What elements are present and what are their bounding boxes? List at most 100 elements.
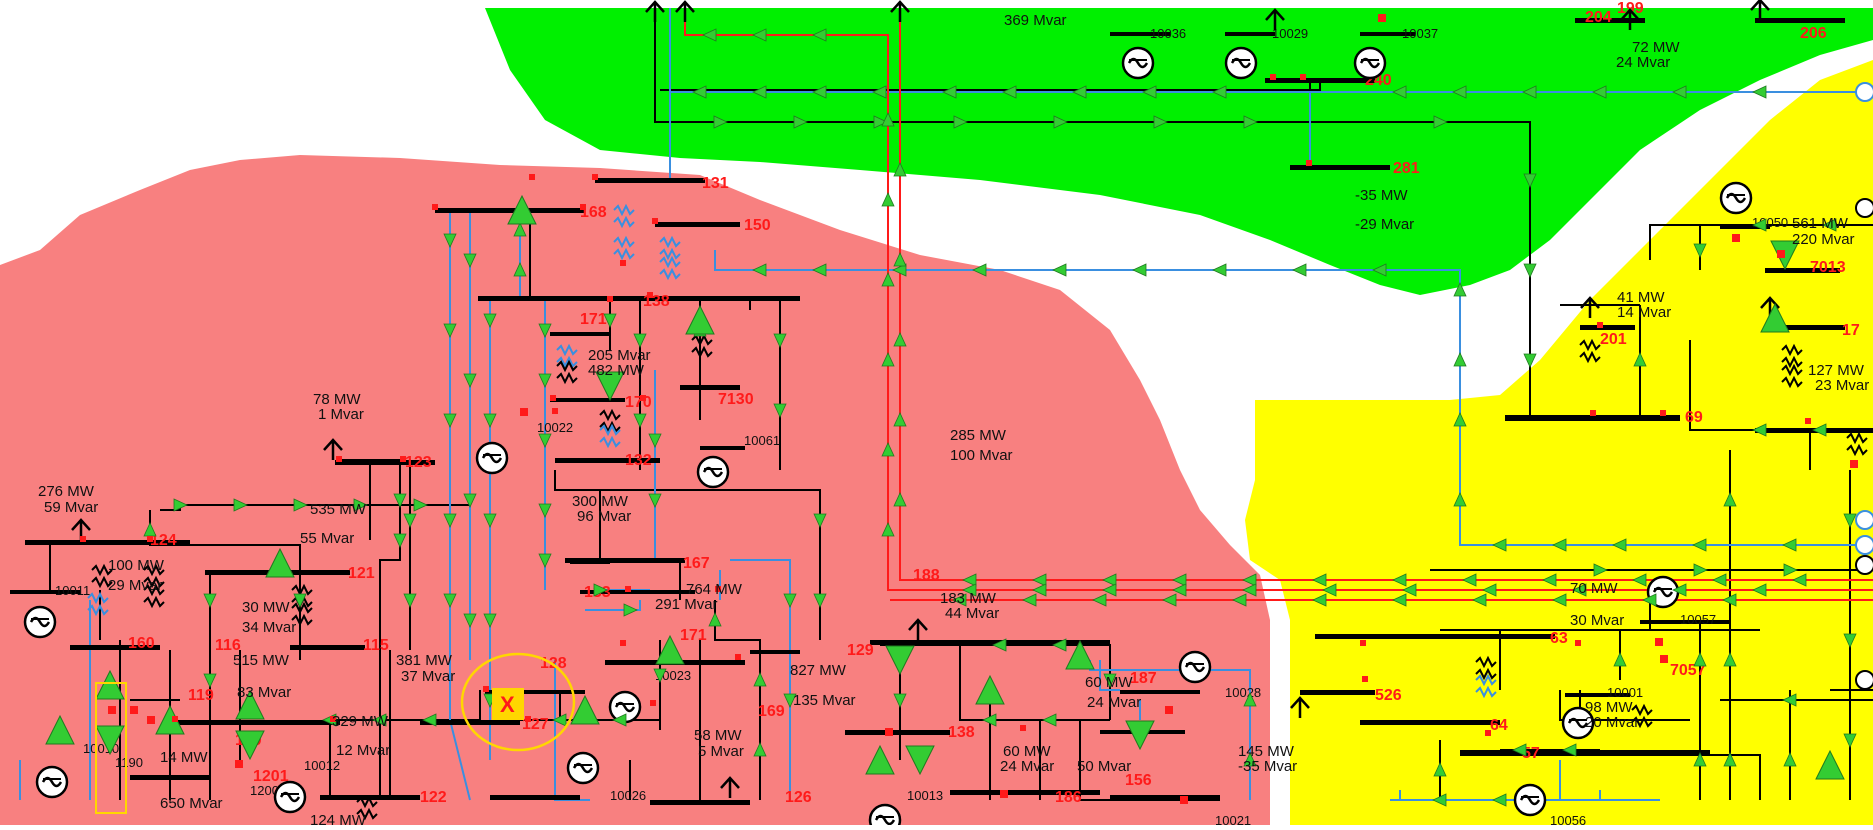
flow-label: 24 Mvar <box>1087 694 1141 711</box>
flow-label: 561 MW <box>1792 215 1849 232</box>
gen-10028-label: 10028 <box>1225 685 1261 700</box>
flow-label: -35 Mvar <box>1238 758 1297 775</box>
flow-label: 650 Mvar <box>160 795 223 812</box>
gen-10012-label: 10012 <box>304 758 340 773</box>
bus-160: 160 <box>128 635 155 652</box>
bus-17: 17 <box>1842 322 1860 339</box>
bus-526: 526 <box>1375 687 1402 704</box>
flow-label: 329 MW <box>332 713 389 730</box>
flow-label: 58 MW <box>694 727 742 744</box>
flow-label: 55 Mvar <box>300 530 354 547</box>
bus-201: 201 <box>1600 331 1627 348</box>
generator-10061-icon <box>698 457 728 487</box>
flow-label: 100 MW <box>108 557 165 574</box>
generator-10036-icon <box>1123 48 1153 78</box>
flow-label: 291 Mvar <box>655 596 718 613</box>
gen-10037-label: 10037 <box>1402 26 1438 41</box>
flow-label: 83 Mvar <box>237 684 291 701</box>
flow-label: 44 Mvar <box>945 605 999 622</box>
bus-169: 169 <box>758 703 785 720</box>
gen-10036-label: 10036 <box>1150 26 1186 41</box>
flow-label: 535 MW <box>310 501 367 518</box>
gen-10029-label: 10029 <box>1272 26 1308 41</box>
flow-label: 50 Mvar <box>1077 758 1131 775</box>
flow-label: 135 Mvar <box>793 692 856 709</box>
flow-label: 37 Mvar <box>401 668 455 685</box>
flow-label: 96 Mvar <box>577 508 631 525</box>
flow-label: 59 Mvar <box>44 499 98 516</box>
gen-10011-label: 10011 <box>55 583 90 598</box>
flow-label: 70 MW <box>1570 580 1618 597</box>
flow-label: 24 Mvar <box>1000 758 1054 775</box>
flow-label: 30 Mvar <box>1570 612 1624 629</box>
bus-131: 131 <box>702 175 729 192</box>
gen-10022-label: 10022 <box>537 420 573 435</box>
bus-132: 132 <box>625 452 652 469</box>
generator-10050-icon <box>1721 183 1751 213</box>
bus-186: 186 <box>1055 789 1082 806</box>
generator-10029-icon <box>1226 48 1256 78</box>
bus-115: 115 <box>363 637 389 654</box>
generator-10022-icon <box>477 443 507 473</box>
flow-label: 369 Mvar <box>1004 12 1067 29</box>
gen-10001-label: 10001 <box>1607 685 1643 700</box>
bus-7013: 7013 <box>1810 259 1846 276</box>
bus-123: 123 <box>405 454 432 471</box>
gen-10050-label: 10050 <box>1752 215 1788 230</box>
generator-10056-icon <box>1515 785 1545 815</box>
bus-119: 119 <box>188 687 214 704</box>
flow-label: 14 MW <box>160 749 208 766</box>
gen-10021-label: 10021 <box>1215 813 1251 825</box>
flow-label: 24 Mvar <box>1616 54 1670 71</box>
generator-10026-icon <box>568 753 598 783</box>
gen-10026-label: 10026 <box>610 788 646 803</box>
flow-label: 14 Mvar <box>1617 304 1671 321</box>
flow-label: -35 MW <box>1355 187 1408 204</box>
flow-label: 220 Mvar <box>1792 231 1855 248</box>
flow-label: 482 MW <box>588 362 645 379</box>
flow-label: 276 MW <box>38 483 95 500</box>
bus-187: 187 <box>1130 670 1157 687</box>
flow-label: 285 MW <box>950 427 1007 444</box>
flow-label: 827 MW <box>790 662 847 679</box>
gen-10056-label: 10056 <box>1550 813 1586 825</box>
flow-label: 124 MW <box>310 812 367 825</box>
bus-206: 206 <box>1800 25 1827 42</box>
flow-label: 100 Mvar <box>950 447 1013 464</box>
bus-121: 121 <box>348 565 375 582</box>
generator-10010-icon <box>37 767 67 797</box>
generator-10013-icon <box>870 805 900 825</box>
flow-label: 34 Mvar <box>242 619 296 636</box>
gen-10061-label: 10061 <box>744 433 780 448</box>
bus-281: 281 <box>1393 160 1420 177</box>
generator-10011-icon <box>25 607 55 637</box>
flow-label: 5 Mvar <box>698 743 744 760</box>
flow-label: 515 MW <box>233 652 290 669</box>
bus-7130: 7130 <box>718 391 754 408</box>
bus-122: 122 <box>420 789 447 806</box>
bus-63: 63 <box>1550 630 1568 647</box>
gen-10057-label: 10057 <box>1680 612 1716 627</box>
gen-10013-label: 10013 <box>907 788 943 803</box>
flow-label: 381 MW <box>396 652 453 669</box>
flow-label: -29 Mvar <box>1355 216 1414 233</box>
flow-label: 30 MW <box>242 599 290 616</box>
flow-label: 60 MW <box>1085 674 1133 691</box>
bus-129: 129 <box>847 642 874 659</box>
bus-171a: 171 <box>580 311 607 328</box>
fault-x-label: X <box>500 692 515 717</box>
bus-138b: 138 <box>948 724 975 741</box>
flow-label: 1 Mvar <box>318 406 364 423</box>
bus-170: 170 <box>625 394 652 411</box>
bus-126: 126 <box>785 789 812 806</box>
gen-1190-label: 1190 <box>115 755 143 770</box>
generator-10037-icon <box>1355 48 1385 78</box>
flow-label: 29 Mvar <box>108 577 162 594</box>
bus-188: 188 <box>913 567 940 584</box>
generator-10028-icon <box>1180 652 1210 682</box>
bus-69: 69 <box>1685 409 1703 426</box>
bus-204: 204 <box>1585 9 1612 26</box>
flow-label: 23 Mvar <box>1815 377 1869 394</box>
flow-label: 12 Mvar <box>336 742 390 759</box>
